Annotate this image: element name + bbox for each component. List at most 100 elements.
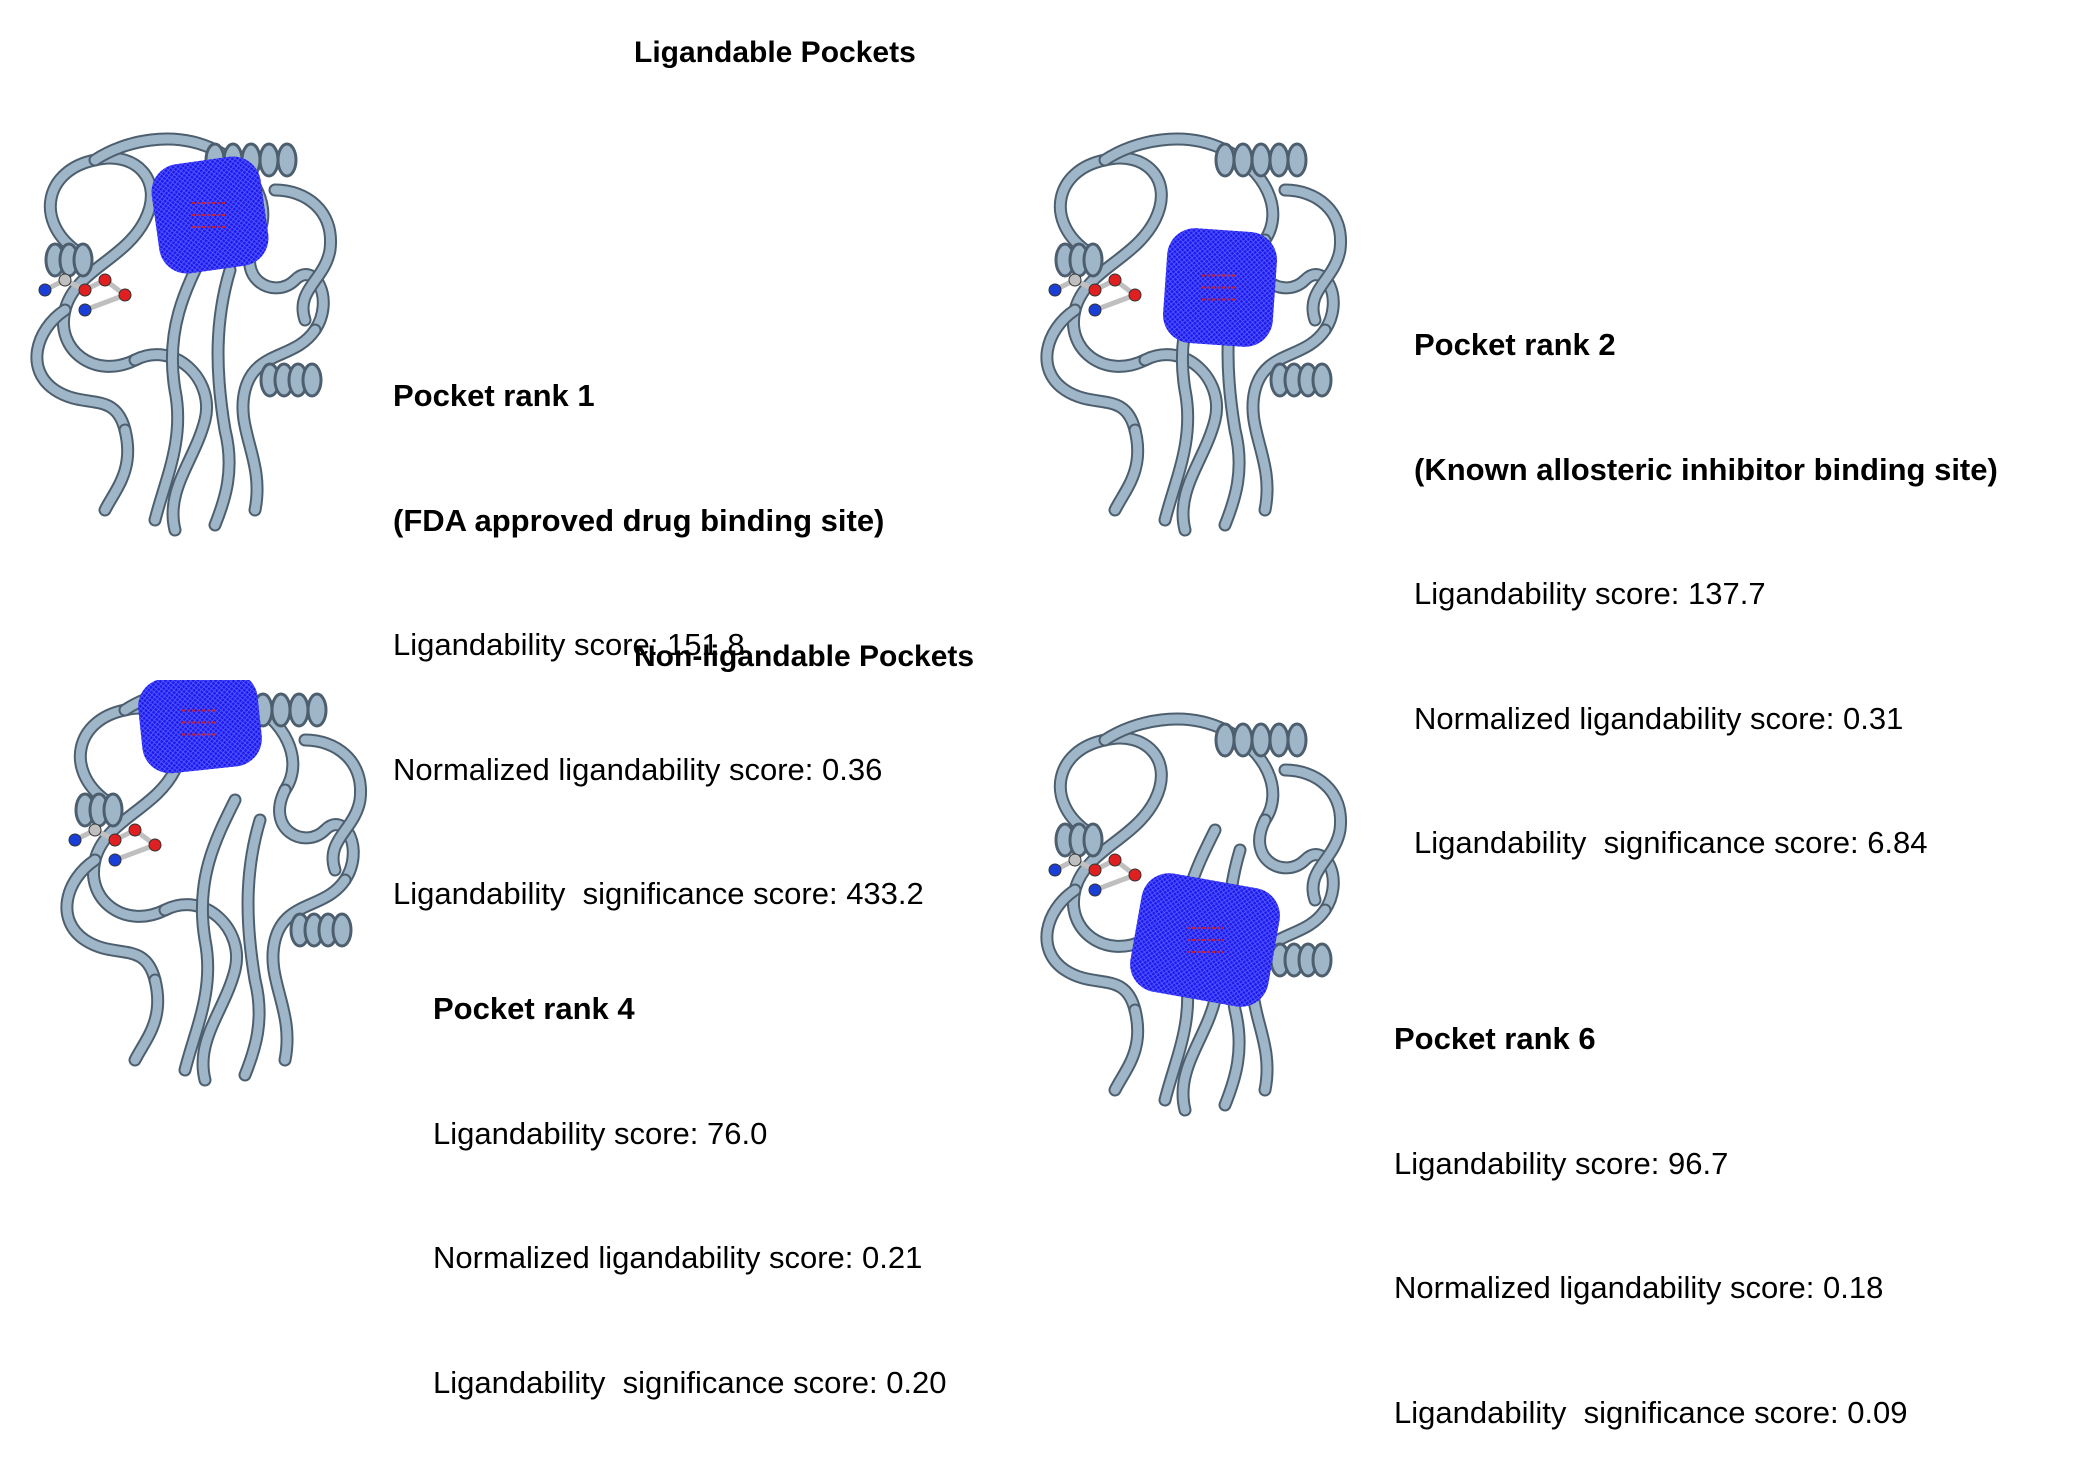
ligand-bond xyxy=(114,842,156,863)
helix-turn xyxy=(1311,362,1333,398)
ligand-atom xyxy=(148,838,162,852)
ligand-atom xyxy=(1108,273,1122,287)
ligand-atom xyxy=(1068,273,1082,287)
helix-turn xyxy=(306,692,328,728)
pocket-rank-6-info: Pocket rank 6 Ligandability score: 96.7 … xyxy=(1394,935,1908,1475)
helix-turn xyxy=(276,142,298,178)
pocket-rank-4-ligandability: Ligandability score: 76.0 xyxy=(433,1115,768,1151)
helix-turn xyxy=(1268,722,1290,758)
pocket-rank-1-info: Pocket rank 1 (FDA approved drug binding… xyxy=(393,292,924,956)
pocket-rank-2-significance: Ligandability significance score: 6.84 xyxy=(1414,825,1928,860)
ligand-atom xyxy=(1048,283,1062,297)
protein-ribbon-svg xyxy=(30,132,338,537)
pocket-mesh xyxy=(138,680,262,774)
helix-turn xyxy=(102,792,124,828)
helix-turn xyxy=(1082,822,1104,858)
helix-turn xyxy=(1311,942,1333,978)
pocket-rank-6-label: Pocket rank 6 xyxy=(1394,1021,1596,1056)
helix-turn xyxy=(1214,142,1236,178)
nonligandable-pockets-title: Non-ligandable Pockets xyxy=(634,640,975,673)
pocket-rank-4-normalized: Normalized ligandability score: 0.21 xyxy=(433,1240,923,1275)
pocket-rank-4-significance: Ligandability significance score: 0.20 xyxy=(433,1364,947,1400)
ribbon-strand xyxy=(238,325,320,515)
pocket-rank-2-ligandability: Ligandability score: 137.7 xyxy=(1414,576,1766,611)
ribbon-strand xyxy=(45,153,156,371)
pocket-rank-1-significance: Ligandability significance score: 433.2 xyxy=(393,876,924,911)
helix-turn xyxy=(1232,142,1254,178)
ribbon-strand xyxy=(268,875,350,1065)
helix-turn xyxy=(1250,142,1272,178)
ligand-atom xyxy=(1088,883,1102,897)
helix-turn xyxy=(1232,722,1254,758)
ribbon-strand xyxy=(245,235,328,335)
ribbon-strand xyxy=(100,425,133,515)
ribbon-strand xyxy=(32,305,130,435)
pocket-rank-1-ligandability: Ligandability score: 151.8 xyxy=(393,627,745,662)
ligandable-pockets-title: Ligandable Pockets xyxy=(634,36,916,69)
pocket-rank-2-label: Pocket rank 2 xyxy=(1414,327,1616,362)
ribbon-strand xyxy=(1255,815,1338,915)
helix-turn xyxy=(270,692,292,728)
pocket-rank-1-normalized: Normalized ligandability score: 0.36 xyxy=(393,751,883,787)
ribbon-strand xyxy=(1280,185,1346,325)
ribbon-strand xyxy=(1055,153,1166,371)
pocket-rank-6-significance: Ligandability significance score: 0.09 xyxy=(1394,1394,1908,1430)
ribbon-strand xyxy=(1042,885,1140,1015)
helix-turn xyxy=(1286,722,1308,758)
helix-turn xyxy=(288,692,310,728)
ribbon-strand xyxy=(275,785,358,885)
pocket-rank-6-normalized: Normalized ligandability score: 0.18 xyxy=(1394,1270,1884,1305)
ligand-atom xyxy=(108,833,122,847)
helix-turn xyxy=(1250,722,1272,758)
pocket-rank-4-info: Pocket rank 4 Ligandability score: 76.0 … xyxy=(433,905,947,1445)
ligand-atom xyxy=(78,283,92,297)
helix-turn xyxy=(1082,242,1104,278)
ribbon-strand xyxy=(1280,765,1346,905)
helix-turn xyxy=(1268,142,1290,178)
ligand-atom xyxy=(1088,303,1102,317)
pocket-rank-2-info: Pocket rank 2 (Known allosteric inhibito… xyxy=(1414,241,1998,905)
helix-turn xyxy=(1286,142,1308,178)
protein-ribbon-svg xyxy=(1040,132,1348,537)
ribbon-strand xyxy=(300,735,366,875)
ribbon-strand xyxy=(180,795,240,1075)
ligand-atom xyxy=(108,853,122,867)
ligand-atom xyxy=(98,273,112,287)
ribbon-strand xyxy=(210,265,235,530)
helix-turn xyxy=(258,142,280,178)
ligand-atom xyxy=(118,288,132,302)
ribbon-strand xyxy=(62,855,160,985)
ligand-bond xyxy=(84,292,126,313)
pocket-rank-6-ligandability: Ligandability score: 96.7 xyxy=(1394,1145,1729,1181)
ligand-atom xyxy=(128,823,142,837)
pocket-rank-2-normalized: Normalized ligandability score: 0.31 xyxy=(1414,700,1904,736)
protein-structure-rank-2 xyxy=(1025,130,1425,550)
helix-turn xyxy=(331,912,353,948)
ligand-atom xyxy=(1108,853,1122,867)
ribbon-strand xyxy=(270,185,336,325)
ligand-atom xyxy=(58,273,72,287)
ligand-atom xyxy=(1128,288,1142,302)
ribbon-strand xyxy=(1110,1005,1143,1095)
ribbon-strand xyxy=(1042,305,1140,435)
ribbon-strand xyxy=(150,245,210,525)
ribbon-strand xyxy=(1110,425,1143,515)
helix-turn xyxy=(301,362,323,398)
ligand-atom xyxy=(38,283,52,297)
ligand-atom xyxy=(1048,863,1062,877)
protein-ribbon-svg xyxy=(60,680,368,1087)
ligand-bond xyxy=(1094,292,1136,313)
pocket-rank-2-note: (Known allosteric inhibitor binding site… xyxy=(1414,451,1998,487)
protein-ribbon-svg xyxy=(1040,712,1348,1117)
helix-turn xyxy=(72,242,94,278)
ribbon-strand xyxy=(240,815,265,1080)
ligand-bond xyxy=(1094,872,1136,893)
pocket-rank-1-label: Pocket rank 1 xyxy=(393,378,595,413)
ribbon-strand xyxy=(130,975,163,1065)
protein-structure-rank-1 xyxy=(15,130,415,550)
ribbon-strand xyxy=(1248,325,1330,515)
ligand-atom xyxy=(78,303,92,317)
pocket-rank-1-note: (FDA approved drug binding site) xyxy=(393,502,885,538)
pocket-rank-4-label: Pocket rank 4 xyxy=(433,991,635,1026)
protein-structure-rank-4 xyxy=(45,680,445,1100)
